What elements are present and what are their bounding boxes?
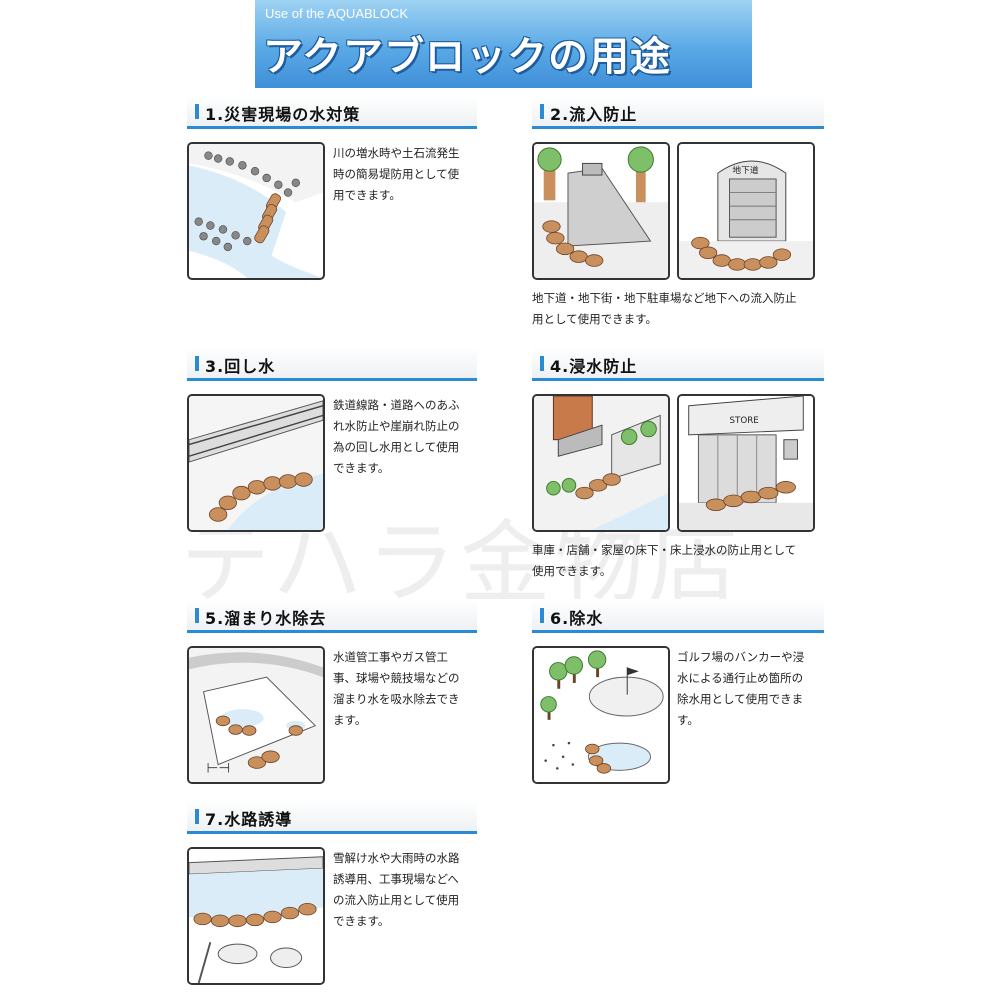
section-header-4: 4.浸水防止 xyxy=(532,347,824,381)
section-header-7: 7.水路誘導 xyxy=(187,800,477,834)
section-title: 1.災害現場の水対策 xyxy=(205,105,361,124)
svg-text:⊢⊣: ⊢⊣ xyxy=(206,760,230,776)
title-banner: Use of the AQUABLOCK アクアブロックの用途 xyxy=(255,0,752,88)
header-accent-bar xyxy=(195,356,199,371)
section-description: 車庫・店舗・家屋の床下・床上浸水の防止用として 使用できます。 xyxy=(532,543,797,578)
illustration-golf-bunker xyxy=(532,646,670,784)
section-description: ゴルフ場のバンカーや浸 水による通行止め箇所の 除水用として使用できま す。 xyxy=(677,650,805,727)
illustration-stadium-field: ⊢⊣ xyxy=(187,646,325,784)
illustration-waterway xyxy=(187,847,325,985)
section-description: 地下道・地下街・地下駐車場など地下への流入防止 用として使用できます。 xyxy=(532,291,797,326)
section-header-3: 3.回し水 xyxy=(187,347,477,381)
section-description: 鉄道線路・道路へのあふ れ水防止や崖崩れ防止の 為の回し水用として使用 できます… xyxy=(333,398,460,475)
illustration-railway xyxy=(187,394,325,532)
section-title: 2.流入防止 xyxy=(550,105,638,124)
header-accent-bar xyxy=(195,809,199,824)
banner-subtitle: Use of the AQUABLOCK xyxy=(265,6,409,21)
illustration-ramp-entrance xyxy=(532,142,670,280)
page-title: アクアブロックの用途 xyxy=(263,34,671,80)
section-title: 7.水路誘導 xyxy=(205,810,293,829)
store-sign: STORE xyxy=(729,416,758,426)
section-title: 6.除水 xyxy=(550,609,604,628)
section-header-1: 1.災害現場の水対策 xyxy=(187,95,477,129)
section-description: 雪解け水や大雨時の水路 誘導用、工事現場などへ の流入防止用として使用 できます… xyxy=(333,851,460,928)
header-accent-bar xyxy=(195,104,199,119)
section-title: 3.回し水 xyxy=(205,357,276,376)
section-title: 5.溜まり水除去 xyxy=(205,609,327,628)
illustration-store: STORE xyxy=(677,394,815,532)
section-header-6: 6.除水 xyxy=(532,599,824,633)
section-description: 水道管工事やガス管工 事、球場や競技場などの 溜まり水を吸水除去でき ます。 xyxy=(333,650,460,727)
section-header-5: 5.溜まり水除去 xyxy=(187,599,477,633)
section-description: 川の増水時や土石流発生 時の簡易堤防用として使 用できます。 xyxy=(333,146,460,202)
illustration-underground-entrance: 地下道 xyxy=(677,142,815,280)
header-accent-bar xyxy=(195,608,199,623)
underground-sign: 地下道 xyxy=(732,164,758,176)
illustration-levee xyxy=(187,142,325,280)
section-header-2: 2.流入防止 xyxy=(532,95,824,129)
header-accent-bar xyxy=(540,356,544,371)
header-accent-bar xyxy=(540,608,544,623)
header-accent-bar xyxy=(540,104,544,119)
section-title: 4.浸水防止 xyxy=(550,357,638,376)
illustration-garage xyxy=(532,394,670,532)
